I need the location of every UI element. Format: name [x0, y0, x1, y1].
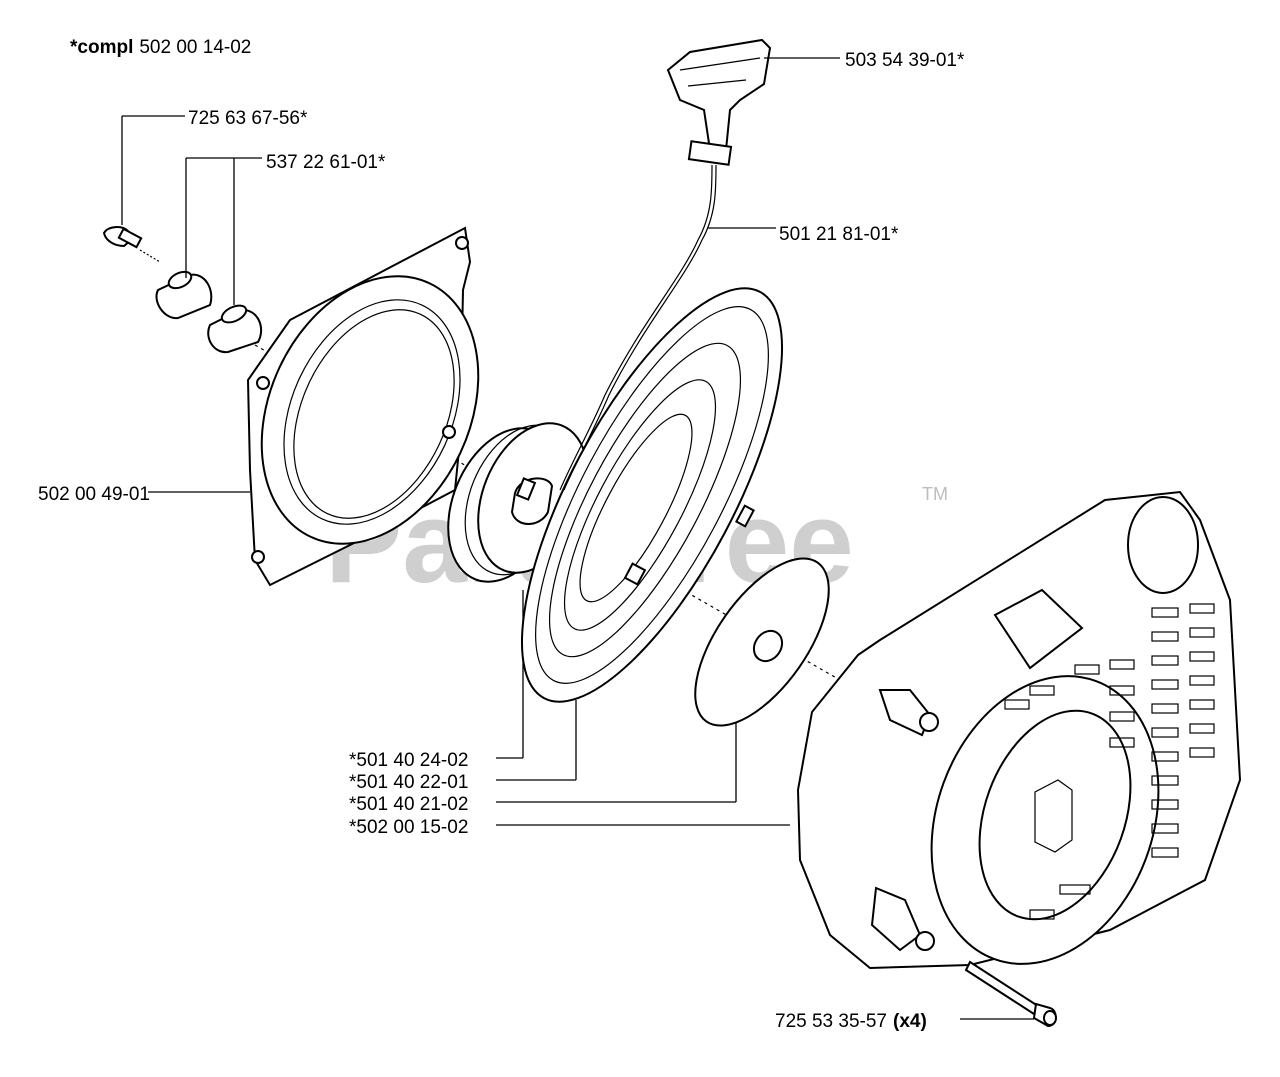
assembly-title: *compl 502 00 14-02 — [70, 37, 251, 58]
assembly-number: 502 00 14-02 — [139, 37, 251, 58]
bolt-number: 725 53 35-57 — [775, 1011, 887, 1032]
bushing-parts — [155, 270, 263, 354]
callout-screw-cap[interactable]: 725 63 67-56* — [188, 108, 308, 129]
watermark-trademark: TM — [922, 484, 948, 504]
callout-spring[interactable]: *501 40 22-01 — [349, 772, 468, 793]
assembly-prefix: *compl — [70, 37, 133, 58]
bolt-quantity: (x4) — [893, 1011, 927, 1032]
callout-handle[interactable]: 503 54 39-01* — [845, 50, 965, 71]
callout-bolt[interactable]: 725 53 35-57 (x4) — [775, 1011, 927, 1032]
starter-cord-part — [559, 164, 713, 491]
callout-pulley[interactable]: *501 40 24-02 — [349, 750, 468, 771]
starter-plate-part — [246, 226, 480, 587]
callout-cord[interactable]: 501 21 81-01* — [779, 224, 899, 245]
callout-washer[interactable]: *501 40 21-02 — [349, 794, 468, 815]
callout-bushing[interactable]: 537 22 61-01* — [266, 152, 386, 173]
callout-cover[interactable]: *502 00 15-02 — [349, 817, 468, 838]
washer-part — [694, 557, 830, 727]
starter-cover-part — [796, 490, 1242, 970]
bolt-part — [964, 960, 1057, 1028]
screw-cap-part — [102, 226, 161, 263]
starter-handle-part — [666, 38, 772, 166]
callout-plate[interactable]: 502 00 49-01 — [38, 484, 150, 505]
